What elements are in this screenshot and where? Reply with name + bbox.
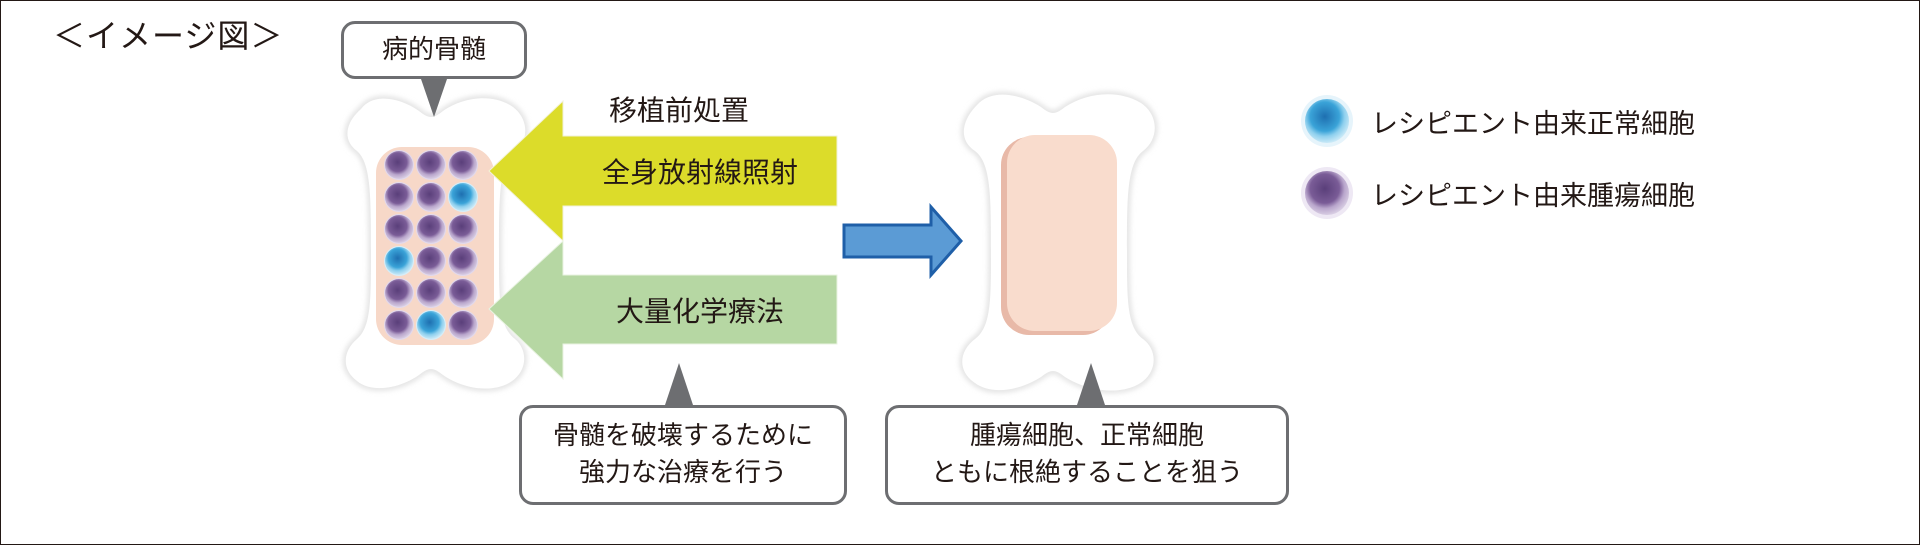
tumor-cell <box>416 278 446 308</box>
legend-tumor-cell-icon <box>1301 167 1353 219</box>
tumor-cell <box>448 214 478 244</box>
tumor-cell <box>448 246 478 276</box>
diseased-marrow-label: 病的骨髄 <box>381 34 486 65</box>
eradicate-callout: 腫瘍細胞、正常細胞 ともに根絶することを狙う <box>885 405 1289 505</box>
chemo-arrow <box>488 239 838 381</box>
pointer-destroy <box>665 363 693 405</box>
cell-grid <box>384 150 478 340</box>
tumor-cell <box>384 150 414 180</box>
eradicate-text: 腫瘍細胞、正常細胞 ともに根絶することを狙う <box>930 421 1243 488</box>
empty-marrow <box>1007 135 1117 331</box>
diseased-bone <box>343 96 528 391</box>
legend-normal-cell-icon <box>1301 95 1353 147</box>
tumor-cell <box>416 214 446 244</box>
tumor-cell <box>448 150 478 180</box>
normal-cell <box>448 182 478 212</box>
tumor-cell <box>384 310 414 340</box>
pointer-eradicate <box>1077 363 1105 405</box>
pretreatment-heading: 移植前処置 <box>609 94 750 127</box>
tumor-cell <box>384 182 414 212</box>
tumor-cell <box>384 214 414 244</box>
tbi-arrow <box>488 99 838 243</box>
pointer-diseased-marrow <box>421 79 447 117</box>
tumor-cell <box>416 150 446 180</box>
treated-bone <box>960 92 1157 393</box>
tbi-label: 全身放射線照射 <box>601 156 798 189</box>
tumor-cell <box>448 310 478 340</box>
tumor-cell <box>416 246 446 276</box>
tumor-cell <box>448 278 478 308</box>
tumor-cell <box>416 182 446 212</box>
normal-cell <box>384 246 414 276</box>
legend-tumor-label: レシピエント由来腫瘍細胞 <box>1371 181 1695 212</box>
tumor-cell <box>384 278 414 308</box>
diagram-title: ＜イメージ図＞ <box>53 17 284 55</box>
process-arrow <box>842 203 964 279</box>
chemo-label: 大量化学療法 <box>615 294 784 328</box>
diseased-marrow-callout: 病的骨髄 <box>341 21 527 79</box>
normal-cell <box>416 310 446 340</box>
legend-normal-label: レシピエント由来正常細胞 <box>1371 109 1695 140</box>
destroy-callout: 骨髄を破壊するために 強力な治療を行う <box>519 405 847 505</box>
destroy-text: 骨髄を破壊するために 強力な治療を行う <box>552 421 813 488</box>
